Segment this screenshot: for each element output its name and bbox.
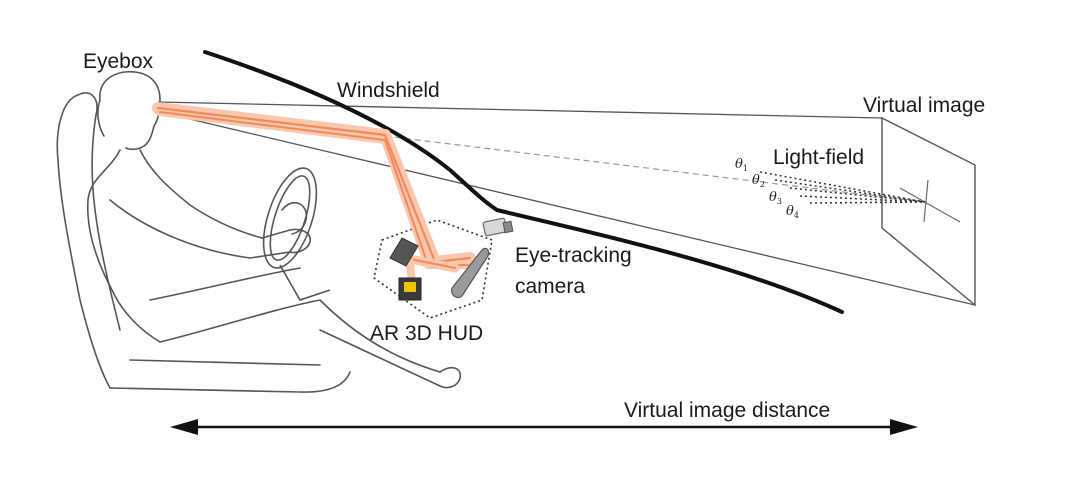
light-field-rays (759, 171, 926, 204)
windshield (203, 50, 844, 314)
virtual-image-plane (881, 116, 976, 307)
virtual-image-distance-label: Virtual image distance (624, 399, 830, 422)
eye-tracking-camera-icon (482, 217, 514, 237)
distance-arrow (170, 419, 918, 435)
steering-wheel (262, 167, 331, 301)
light-path (152, 102, 476, 288)
virtual-image-label: Virtual image (863, 94, 985, 117)
theta-3-label: θ3 (769, 190, 782, 206)
eye-tracking-label-line1: Eye-tracking (515, 244, 632, 267)
eyebox-label: Eyebox (83, 50, 154, 73)
windshield-label: Windshield (337, 79, 440, 102)
ar-hud-label: AR 3D HUD (370, 322, 483, 345)
eye-tracking-label-line2: camera (515, 275, 585, 298)
driver-seat (56, 92, 351, 393)
hud-display-panel (389, 237, 419, 267)
theta-2-label: θ2 (752, 173, 765, 189)
hud-components (389, 237, 490, 301)
view-cone (157, 101, 976, 306)
theta-1-label: θ1 (735, 157, 748, 173)
sight-line (384, 135, 926, 203)
hud-mirror (451, 247, 490, 299)
light-field-label: Light-field (773, 146, 864, 169)
driver-figure (86, 71, 462, 389)
theta-4-label: θ4 (786, 204, 799, 220)
hud-enclosure (373, 219, 493, 319)
